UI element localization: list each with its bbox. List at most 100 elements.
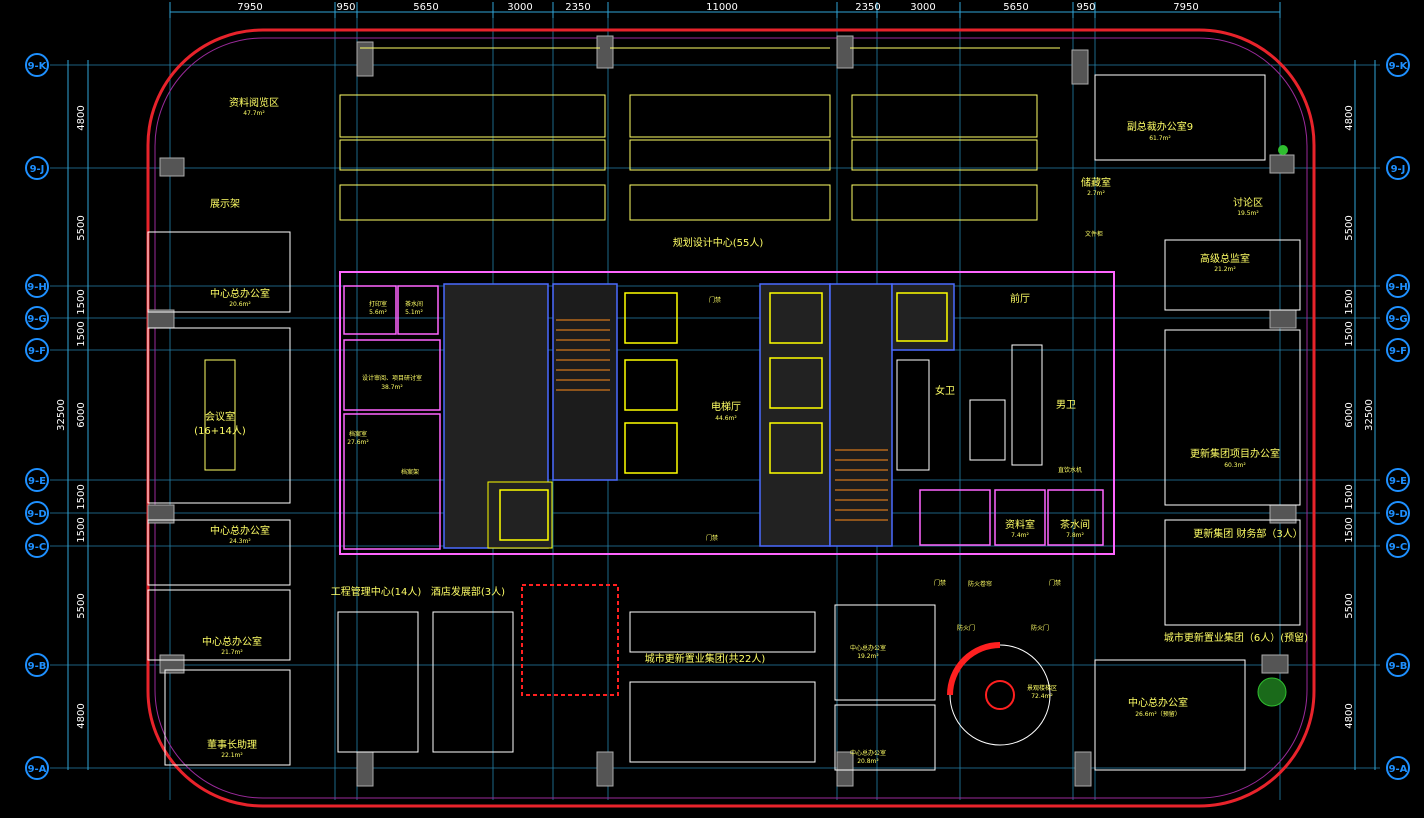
label-fire-door2: 防火门	[1031, 624, 1049, 632]
axis-left-5: 9-E	[28, 476, 46, 487]
dim-left-5: 1500	[76, 484, 87, 509]
label-stair-lounge-sub: 72.4m²	[1031, 693, 1053, 700]
dim-top-7: 3000	[910, 2, 935, 13]
label-discussion-sub: 19.5m²	[1237, 210, 1259, 217]
dim-left-total: 32500	[56, 399, 67, 431]
label-tea-room-small: 茶水间	[405, 300, 423, 308]
dim-left-3: 1500	[76, 321, 87, 346]
label-center-office-5: 中心总办公室	[850, 749, 886, 757]
dim-right-3: 1500	[1344, 321, 1355, 346]
axis-right-8: 9-B	[1389, 661, 1408, 672]
left-offices	[147, 231, 291, 766]
axis-right-3: 9-G	[1388, 314, 1407, 325]
label-file-cabinet: 文件柜	[1085, 230, 1103, 238]
axis-left-0: 9-K	[28, 61, 48, 72]
label-renewal-project: 更新集团项目办公室	[1190, 447, 1280, 460]
axis-left-6: 9-D	[27, 509, 46, 520]
label-data-room-sub: 7.4m²	[1011, 532, 1029, 539]
axis-left-9: 9-A	[28, 764, 47, 775]
label-exec-vp: 高级总监室	[1200, 252, 1250, 265]
dim-left-0: 4800	[76, 105, 87, 130]
top-dimension-line: 7950 950 5650 3000 2350 11000 2350 3000 …	[169, 2, 1281, 18]
label-tea-sub: 5.1m²	[405, 309, 423, 316]
axis-right-5: 9-E	[1389, 476, 1407, 487]
label-print-sub: 5.6m²	[369, 309, 387, 316]
label-stair-lounge: 景观楼梯区	[1027, 684, 1057, 692]
label-front-hall: 前厅	[1010, 292, 1030, 305]
label-fire-corridor: 防火卷帘	[968, 580, 992, 588]
axis-right-6: 9-D	[1388, 509, 1407, 520]
dim-top-10: 7950	[1173, 2, 1198, 13]
plant-icon-small	[1278, 145, 1288, 155]
label-storage-sub: 2.7m²	[1087, 190, 1105, 197]
dim-top-3: 3000	[507, 2, 532, 13]
axis-left-1: 9-J	[30, 164, 45, 175]
label-meeting: 会议室	[205, 410, 235, 423]
label-center-office-4: 中心总办公室	[850, 644, 886, 652]
label-renewal-project-sub: 60.3m²	[1224, 462, 1246, 469]
spiral-stair-icon	[947, 642, 1051, 746]
dim-top-9: 950	[1076, 2, 1095, 13]
label-center-office-2-sub: 24.3m²	[229, 538, 251, 545]
room-labels: 规划设计中心(55人) 资料阅览区 47.7m² 展示架 中心总办公室 20.6…	[194, 96, 1308, 765]
dim-right-8: 4800	[1344, 703, 1355, 728]
axis-right-9: 9-A	[1389, 764, 1408, 775]
label-fire-door1: 防火门	[957, 624, 975, 632]
core	[339, 271, 1115, 555]
label-design-review-sub: 38.7m²	[381, 384, 403, 391]
label-display: 展示架	[210, 198, 240, 210]
axis-right-1: 9-J	[1391, 164, 1406, 175]
dim-right-2: 1500	[1344, 289, 1355, 314]
label-male-wc: 男卫	[1056, 399, 1076, 411]
axis-bubbles-right	[1386, 53, 1410, 780]
label-urban-renewal: 城市更新置业集团(共22人)	[645, 652, 766, 665]
axis-right-2: 9-H	[1388, 282, 1407, 293]
axis-right-0: 9-K	[1389, 61, 1409, 72]
label-tea-room: 茶水间	[1060, 518, 1090, 531]
dim-top-2: 5650	[413, 2, 438, 13]
axis-labels-right: 9-K 9-J 9-H 9-G 9-F 9-E 9-D 9-C 9-B 9-A	[1388, 61, 1408, 775]
left-dim-texts: 4800 5500 1500 1500 6000 1500 1500 5500 …	[56, 105, 87, 728]
axis-left-7: 9-C	[28, 542, 46, 553]
side-dimensions	[67, 60, 1376, 770]
label-vp-office: 副总裁办公室9	[1127, 120, 1193, 133]
label-center-office-5-sub: 20.8m²	[857, 758, 879, 765]
label-center-office-4-sub: 19.2m²	[857, 653, 879, 660]
dim-left-2: 1500	[76, 289, 87, 314]
label-print-room: 打印室	[369, 300, 387, 308]
dim-right-1: 5500	[1344, 215, 1355, 240]
inner-wall	[154, 37, 1308, 799]
label-elevator-hall-sub: 44.6m²	[715, 415, 737, 422]
label-exec-vp-sub: 21.2m²	[1214, 266, 1236, 273]
label-chairman: 董事长助理	[207, 738, 257, 751]
dim-left-6: 1500	[76, 517, 87, 542]
axis-right-4: 9-F	[1389, 346, 1407, 357]
label-data-area-sub: 47.7m²	[243, 110, 265, 117]
label-center-office-3: 中心总办公室	[202, 635, 262, 648]
label-renewal-group: 城市更新置业集团（6人）(预留)	[1164, 631, 1308, 644]
axis-left-8: 9-B	[28, 661, 47, 672]
label-finance: 更新集团 财务部（3人）	[1193, 527, 1303, 540]
label-data-room: 资料室	[1005, 518, 1035, 531]
label-center-office-3-sub: 21.7m²	[221, 649, 243, 656]
label-chairman-sub: 22.1m²	[221, 752, 243, 759]
label-storage: 储藏室	[1081, 176, 1111, 189]
dim-left-1: 5500	[76, 215, 87, 240]
label-hotel-dev: 酒店发展部(3人)	[431, 585, 505, 598]
axis-right-7: 9-C	[1389, 542, 1407, 553]
label-planning-center: 规划设计中心(55人)	[673, 236, 764, 249]
dim-left-8: 4800	[76, 703, 87, 728]
label-drink: 直饮水机	[1058, 466, 1082, 474]
axis-left-2: 9-H	[27, 282, 46, 293]
axis-left-3: 9-G	[27, 314, 46, 325]
dim-right-4: 6000	[1344, 402, 1355, 427]
label-female-wc: 女卫	[935, 384, 955, 397]
dim-top-0: 7950	[237, 2, 262, 13]
right-offices	[834, 74, 1301, 771]
label-archive-sub: 27.6m²	[347, 439, 369, 446]
label-door-1: 门禁	[709, 296, 721, 304]
dim-left-7: 5500	[76, 593, 87, 618]
axis-bubbles-left	[25, 53, 49, 780]
dim-right-5: 1500	[1344, 484, 1355, 509]
